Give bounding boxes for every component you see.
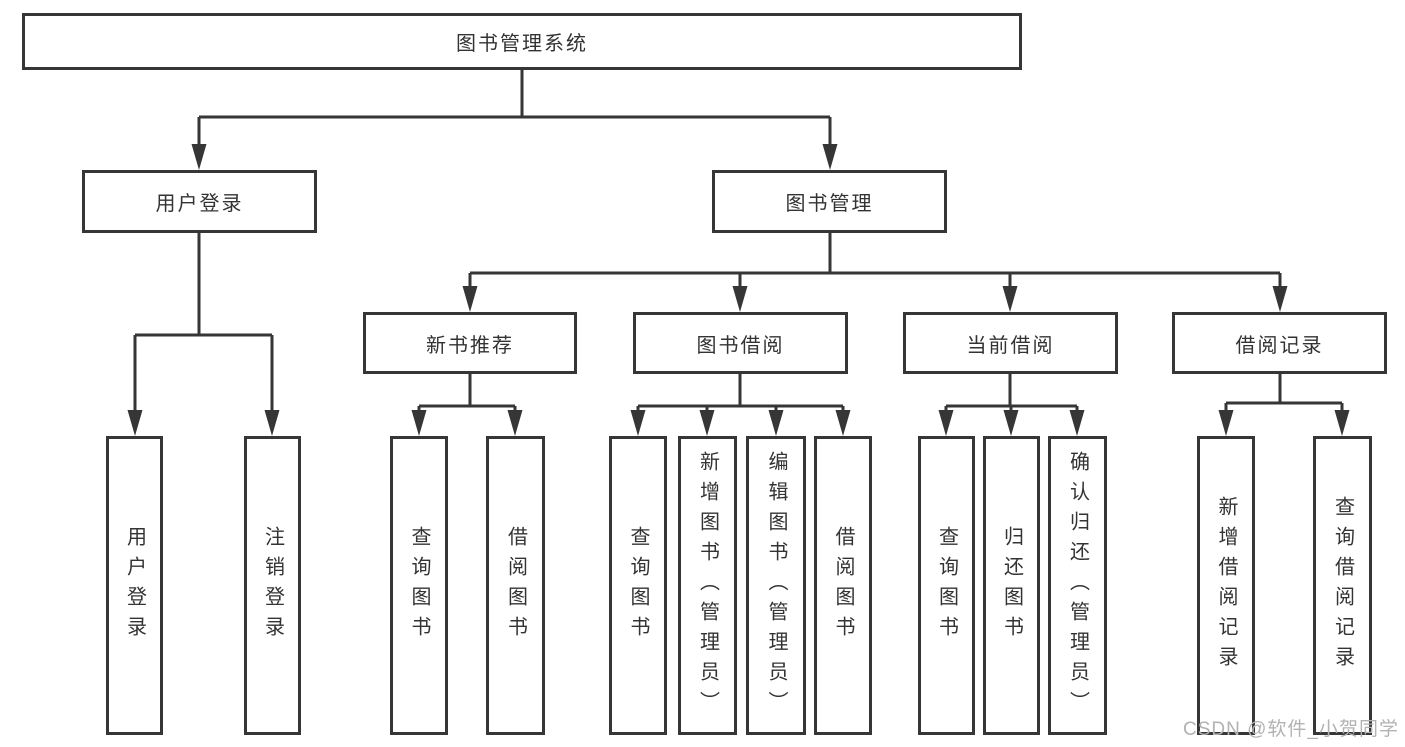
leaf-br-add-record-label: 新增借阅记录 bbox=[1215, 495, 1237, 676]
node-user-login-label: 用户登录 bbox=[155, 193, 244, 215]
leaf-br-query-record: 查询借阅记录 bbox=[1313, 436, 1372, 735]
leaf-nb-borrow-books-label: 借阅图书 bbox=[504, 525, 527, 646]
node-book-borrowing: 图书借阅 bbox=[633, 312, 848, 374]
node-book-management: 图书管理 bbox=[712, 170, 947, 233]
csdn-watermark: CSDN @软件_小贺同学 bbox=[1183, 719, 1399, 740]
node-new-book-recommend: 新书推荐 bbox=[363, 312, 577, 374]
leaf-bb-query-books: 查询图书 bbox=[609, 436, 667, 735]
leaf-cb-query-books-label: 查询图书 bbox=[935, 525, 958, 646]
leaf-user-login: 用户登录 bbox=[106, 436, 163, 735]
leaf-cb-confirm-return-admin-label: 确认归还（管理员） bbox=[1066, 450, 1089, 721]
leaf-cb-return-books-label: 归还图书 bbox=[1000, 525, 1023, 646]
leaf-cb-return-books: 归还图书 bbox=[983, 436, 1040, 735]
leaf-user-login-label: 用户登录 bbox=[123, 525, 146, 646]
leaf-cb-query-books: 查询图书 bbox=[918, 436, 975, 735]
node-user-login: 用户登录 bbox=[82, 170, 317, 233]
leaf-logout: 注销登录 bbox=[244, 436, 301, 735]
leaf-bb-borrow-books-label: 借阅图书 bbox=[832, 525, 854, 646]
leaf-bb-add-books-admin-label: 新增图书（管理员） bbox=[696, 450, 719, 721]
node-root-label: 图书管理系统 bbox=[456, 33, 588, 55]
node-current-borrowing: 当前借阅 bbox=[903, 312, 1118, 374]
leaf-nb-query-books: 查询图书 bbox=[390, 436, 448, 735]
node-current-borrowing-label: 当前借阅 bbox=[966, 334, 1055, 357]
node-borrowing-records-label: 借阅记录 bbox=[1235, 334, 1324, 357]
leaf-logout-label: 注销登录 bbox=[261, 525, 284, 646]
node-root: 图书管理系统 bbox=[22, 13, 1022, 70]
leaf-bb-query-books-label: 查询图书 bbox=[627, 525, 649, 646]
leaf-bb-edit-books-admin-label: 编辑图书（管理员） bbox=[765, 450, 787, 721]
leaf-bb-add-books-admin: 新增图书（管理员） bbox=[678, 436, 737, 735]
leaf-br-add-record: 新增借阅记录 bbox=[1197, 436, 1255, 735]
leaf-cb-confirm-return-admin: 确认归还（管理员） bbox=[1048, 436, 1107, 735]
arrowheads bbox=[127, 144, 1350, 436]
leaf-nb-borrow-books: 借阅图书 bbox=[486, 436, 545, 735]
node-book-borrowing-label: 图书借阅 bbox=[696, 334, 785, 357]
node-new-book-recommend-label: 新书推荐 bbox=[426, 334, 514, 357]
node-borrowing-records: 借阅记录 bbox=[1172, 312, 1387, 374]
leaf-bb-edit-books-admin: 编辑图书（管理员） bbox=[746, 436, 806, 735]
leaf-br-query-record-label: 查询借阅记录 bbox=[1331, 495, 1354, 676]
leaf-nb-query-books-label: 查询图书 bbox=[408, 525, 430, 646]
leaf-bb-borrow-books: 借阅图书 bbox=[814, 436, 872, 735]
node-book-management-label: 图书管理 bbox=[785, 193, 874, 215]
